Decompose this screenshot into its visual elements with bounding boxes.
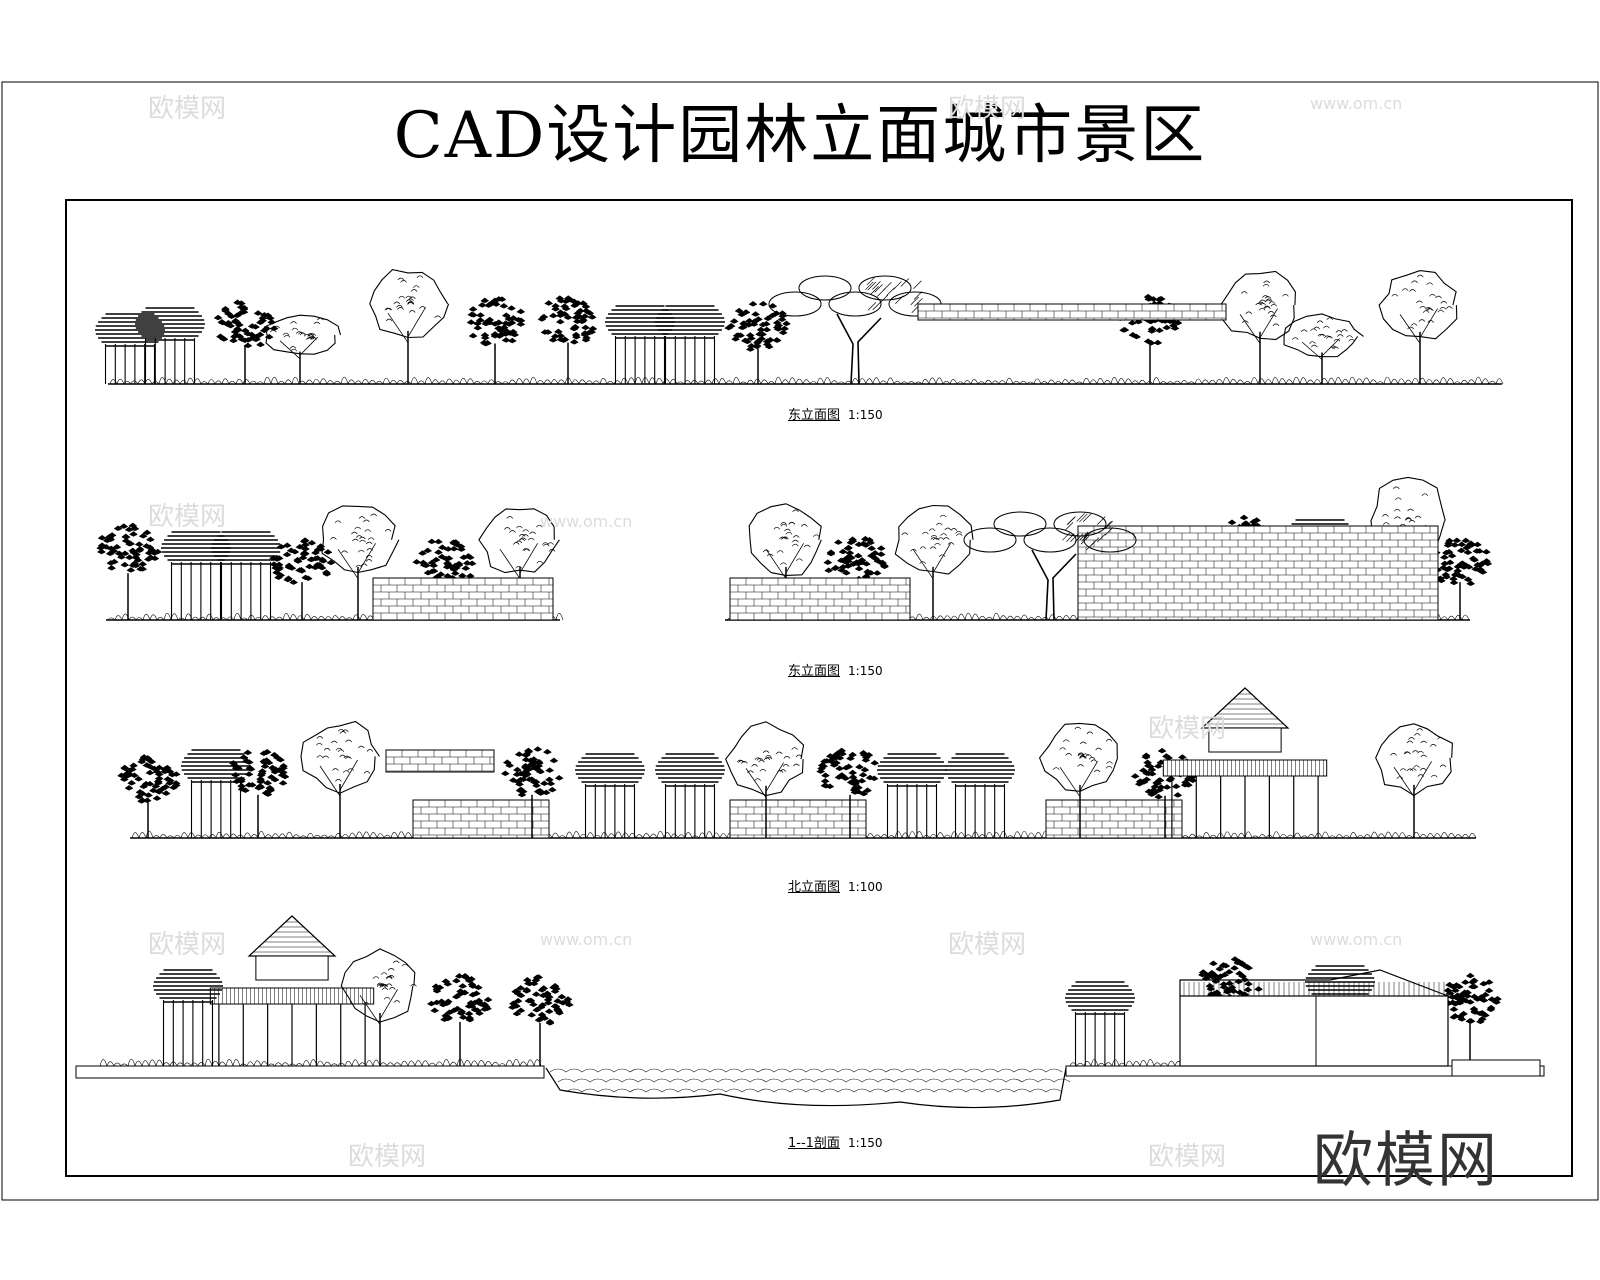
layered-tree	[95, 313, 165, 384]
elevation-scale: 1:100	[848, 880, 883, 894]
planter-box	[1451, 1059, 1541, 1077]
layered-tree	[575, 753, 645, 838]
round-tree	[1283, 313, 1364, 384]
round-tree	[340, 948, 417, 1066]
elevation-name: 北立面图	[788, 880, 841, 895]
round-tree	[264, 314, 342, 384]
dense-tree	[537, 295, 598, 384]
drawing-border	[65, 199, 1573, 1177]
watermark-logo: 欧模网	[348, 1142, 427, 1172]
dense-tree	[228, 748, 290, 838]
dense-tree	[1441, 972, 1502, 1066]
elevation-caption-3: 北立面图 1:100	[788, 876, 883, 895]
section-platform-left	[75, 1065, 545, 1079]
shrub-row	[109, 376, 1504, 385]
drawing-title: CAD设计园林立面城市景区	[393, 99, 1207, 173]
elevation-scale: 1:150	[847, 1136, 883, 1150]
watermark-logo: 欧模网	[1148, 1142, 1227, 1172]
elevation-caption-1: 东立面图 1:150	[788, 404, 883, 423]
shrub-row	[99, 1058, 542, 1067]
elevation-name: 1--1剖面	[788, 1136, 840, 1151]
elevation-name: 东立面图	[788, 664, 841, 679]
watermark-logo: 欧模网	[948, 930, 1027, 960]
section-building	[1179, 969, 1449, 1067]
elevation-caption-4: 1--1剖面 1:150	[788, 1132, 883, 1151]
shrub-row	[131, 830, 1477, 839]
dense-tree	[500, 746, 564, 838]
layered-tree	[655, 305, 725, 384]
water-basin	[545, 1067, 1067, 1109]
watermark-logo: 欧模网	[148, 930, 227, 960]
round-tree	[894, 504, 974, 620]
watermark-logo: 欧模网	[148, 94, 227, 124]
brick-wall	[1045, 799, 1183, 839]
pavilion	[209, 915, 375, 1066]
feature-tree	[963, 511, 1137, 621]
watermark-logo: 欧模网	[148, 502, 227, 532]
round-tree	[321, 505, 400, 620]
layered-tree	[181, 749, 251, 838]
brick-wall	[917, 303, 1227, 321]
watermark-url: www.om.cn	[540, 512, 633, 531]
layered-tree	[161, 531, 231, 620]
layered-tree	[877, 753, 947, 838]
dense-tree	[213, 299, 279, 384]
watermark-logo: 欧模网	[1148, 714, 1227, 744]
dense-tree	[96, 522, 163, 620]
watermark-url: www.om.cn	[540, 930, 633, 949]
watermark-url: www.om.cn	[1310, 94, 1403, 113]
dense-tree	[466, 296, 526, 384]
brick-wall	[729, 577, 911, 621]
elevation-caption-2: 东立面图 1:150	[788, 660, 883, 679]
dense-tree	[724, 300, 791, 384]
dense-tree	[426, 972, 493, 1066]
brick-wall	[372, 577, 554, 621]
dense-tree	[1130, 747, 1199, 838]
round-tree	[1220, 270, 1296, 384]
layered-tree	[211, 531, 281, 620]
round-tree	[1378, 270, 1458, 384]
round-tree	[1375, 723, 1453, 838]
brick-wall	[412, 799, 550, 839]
watermark-logo: 欧模网	[948, 94, 1027, 124]
layered-tree	[153, 969, 223, 1066]
brand-logo: 欧模网	[1313, 1126, 1499, 1196]
shrub-row	[1069, 1059, 1183, 1067]
brick-wall	[1077, 525, 1439, 621]
water-surface	[549, 1068, 1071, 1093]
layered-tree	[135, 307, 205, 384]
layered-tree	[605, 305, 675, 384]
layered-tree	[945, 753, 1015, 838]
dense-tree	[269, 537, 336, 620]
layered-tree	[655, 753, 725, 838]
round-tree	[300, 720, 380, 838]
outer-frame	[1, 81, 1599, 1201]
dense-tree	[508, 974, 574, 1066]
dense-tree	[816, 747, 880, 838]
round-tree	[369, 269, 450, 384]
elevation-name: 东立面图	[788, 408, 841, 423]
pavilion	[1162, 687, 1328, 838]
dense-tree	[1429, 537, 1493, 620]
layered-tree	[1065, 981, 1135, 1066]
dense-tree	[117, 754, 181, 838]
brick-wall	[385, 749, 495, 773]
elevation-scale: 1:150	[848, 664, 883, 678]
feature-tree	[768, 275, 942, 385]
brick-wall	[729, 799, 867, 839]
elevation-scale: 1:150	[848, 408, 883, 422]
watermark-url: www.om.cn	[1310, 930, 1403, 949]
round-tree	[725, 721, 805, 838]
round-tree	[1038, 722, 1119, 838]
